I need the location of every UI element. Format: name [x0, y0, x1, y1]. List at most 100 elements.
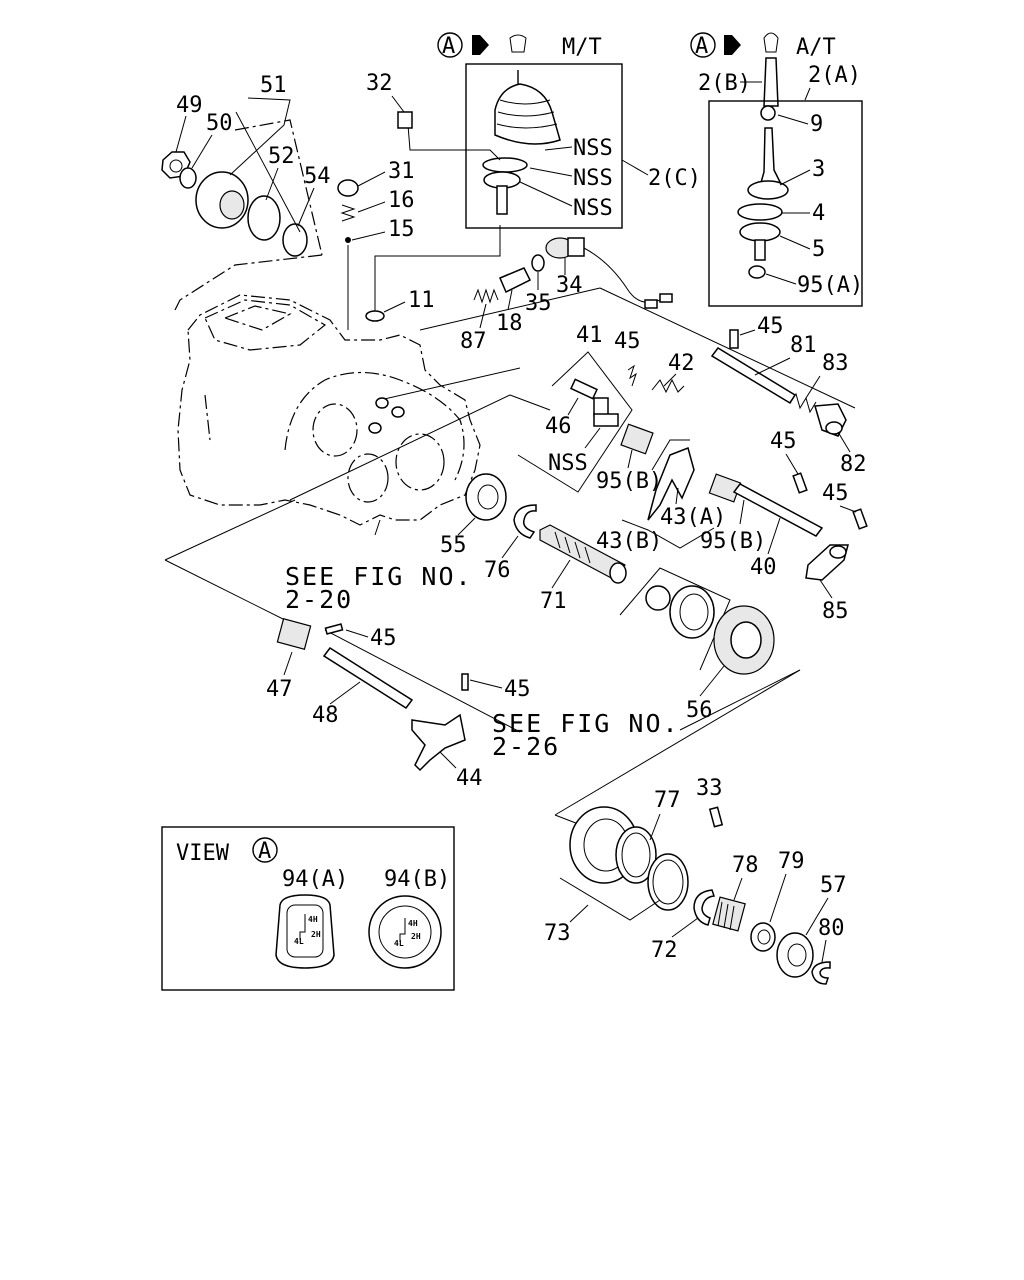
callout-4: 4 [812, 201, 825, 226]
shift-pattern-2h: 2H [411, 932, 421, 941]
knob-b-label: 94(B) [384, 867, 450, 892]
callout-2a: 2(A) [808, 63, 861, 88]
connector-terminal-icon [644, 299, 658, 309]
leader-line [551, 559, 571, 589]
at-view-marker: A [695, 34, 708, 59]
gear-56-group: 56 [619, 567, 775, 723]
leader-line [765, 273, 797, 285]
leader-line [479, 303, 487, 329]
at-label: A/T [796, 35, 836, 60]
leader-line [663, 373, 677, 387]
leader-line [837, 431, 851, 453]
leader-line [649, 813, 661, 841]
shift-knob-icon [763, 32, 779, 53]
output-flange-group: 49 50 51 52 54 [161, 73, 331, 257]
shaft-end [609, 562, 627, 584]
lever-eye [829, 545, 847, 559]
callout-71: 71 [540, 589, 567, 614]
see-fig-2-26-note: SEE FIG NO. 2-26 [492, 709, 678, 761]
bore-icon [347, 453, 389, 503]
lever-stub-icon [496, 185, 508, 215]
callout-45: 45 [614, 329, 641, 354]
shim-icon [647, 853, 689, 911]
leader-line [357, 201, 386, 213]
shift-block-icon [276, 618, 312, 650]
callout-11: 11 [408, 288, 435, 313]
spring-pin-icon [852, 508, 868, 530]
nut-icon [760, 105, 776, 121]
callout-9: 9 [810, 112, 823, 137]
callout-43b: 43(B) [596, 529, 662, 554]
boot-rib-lines [496, 99, 558, 129]
callout-3: 3 [812, 157, 825, 182]
leader-line [507, 289, 513, 311]
shift-pattern-4l: 4L [294, 937, 304, 946]
spacer-ring-icon [615, 826, 657, 884]
callout-50: 50 [206, 111, 233, 136]
oil-seal-icon [282, 223, 308, 257]
leader-line [469, 679, 503, 689]
leader-line [265, 167, 279, 201]
connector-terminal-icon [659, 293, 673, 303]
leader-line [297, 187, 315, 227]
callout-5: 5 [812, 237, 825, 262]
shift-rail-icon [322, 646, 414, 710]
bracket-outline [651, 439, 690, 471]
dust-deflector-icon [247, 195, 281, 241]
callout-72: 72 [651, 938, 678, 963]
leader-line [679, 669, 801, 731]
leader-line [419, 287, 601, 331]
callout-76: 76 [484, 558, 511, 583]
transfer-case-housing [177, 294, 481, 536]
plunger-pin-icon [499, 267, 532, 294]
leader-line [821, 939, 827, 963]
callout-nss: NSS [548, 451, 588, 476]
callout-85: 85 [822, 599, 849, 624]
callout-16: 16 [388, 188, 415, 213]
leader-line [175, 115, 187, 153]
leader-line [457, 517, 476, 536]
o-ring-icon [391, 406, 405, 418]
lever-85-group: 45 85 [805, 481, 868, 624]
spring-pin-icon [324, 623, 344, 635]
shift-shaft-81-group: 45 81 83 82 [710, 314, 867, 477]
knob-a-label: 94(A) [282, 867, 348, 892]
spring-icon [473, 288, 499, 304]
callout-77: 77 [654, 788, 681, 813]
callout-51: 51 [260, 73, 287, 98]
flange-hub [219, 190, 245, 220]
callout-15: 15 [388, 217, 415, 242]
callout-79: 79 [778, 849, 805, 874]
o-ring-icon [179, 167, 197, 189]
callout-45: 45 [770, 429, 797, 454]
needle-lines [717, 901, 735, 931]
callout-43a: 43(A) [660, 505, 726, 530]
callout-45: 45 [757, 314, 784, 339]
leader-line [383, 301, 406, 313]
gear-bore [730, 621, 762, 659]
sleeve-icon [593, 413, 619, 427]
spring-icon [340, 204, 356, 222]
at-shift-lever-group: 2(B) 2(A) 9 3 4 5 95(A) [698, 57, 863, 307]
leader-line [509, 394, 551, 411]
leader-line [785, 453, 799, 475]
sleeve-icon [669, 585, 715, 639]
collar-icon [750, 922, 776, 952]
view-title: VIEW [176, 841, 230, 866]
leader-line [627, 449, 633, 469]
leader-line [671, 917, 699, 938]
case-top-opening [223, 305, 292, 331]
callout-35: 35 [525, 291, 552, 316]
knob-face [286, 904, 324, 958]
washer-icon [365, 310, 385, 322]
snap-ring-icon [811, 961, 831, 985]
leader-line [567, 397, 579, 416]
bearing-bore [787, 943, 807, 967]
leader-line [767, 517, 781, 555]
shift-rail-icon [732, 483, 824, 537]
spacer-bore [621, 832, 651, 878]
shift-pattern-line [399, 918, 406, 942]
callout-57: 57 [820, 873, 847, 898]
shift-pattern-4h: 4H [308, 915, 318, 924]
shift-fork-41-group: 41 46 NSS 45 42 [517, 323, 695, 493]
